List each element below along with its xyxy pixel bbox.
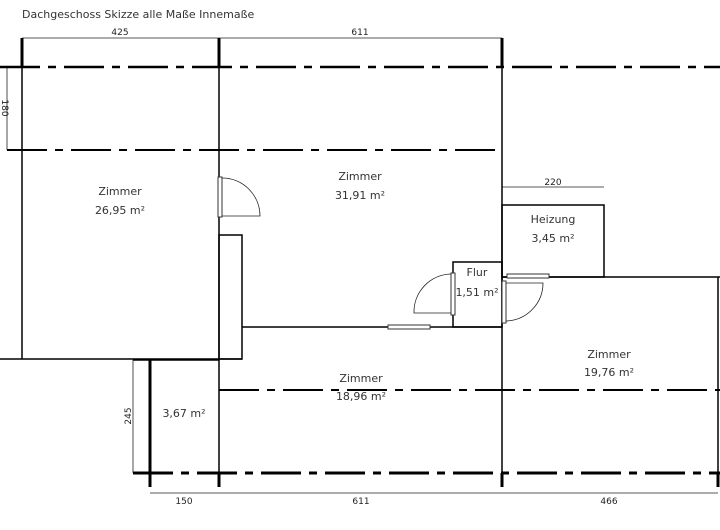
dim-heizung-width: 220 [544,178,561,188]
room-area: 3,45 m² [531,232,574,245]
dim-left-lower: 245 [124,407,134,424]
room-area: 3,67 m² [162,407,205,420]
room-name: Zimmer [338,170,382,183]
room-name: Zimmer [339,372,383,385]
dim-left-upper: 180 [0,99,9,116]
dimension-lines [6,37,718,494]
dim-top-mid: 611 [351,28,368,38]
plan-title: Dachgeschoss Skizze alle Maße Innemaße [22,8,255,21]
room-area: 18,96 m² [336,390,386,403]
room-name: Zimmer [587,348,631,361]
window [387,324,431,330]
room-name: Heizung [531,213,576,226]
walls [0,38,720,487]
dim-bottom-mid: 611 [352,497,369,507]
window [506,273,550,279]
door-flur [413,272,456,316]
door-left [217,176,261,218]
dim-top-left: 425 [111,28,128,38]
room-area: 31,91 m² [335,189,385,202]
room-area: 19,76 m² [584,366,634,379]
dim-bottom-right: 466 [600,497,617,507]
room-name: Zimmer [98,185,142,198]
room-name: Flur [467,266,488,279]
roof-lines [0,65,720,475]
room-area: 26,95 m² [95,204,145,217]
door-right [501,280,544,324]
dim-bottom-left: 150 [175,497,192,507]
room-area: 1,51 m² [455,286,498,299]
